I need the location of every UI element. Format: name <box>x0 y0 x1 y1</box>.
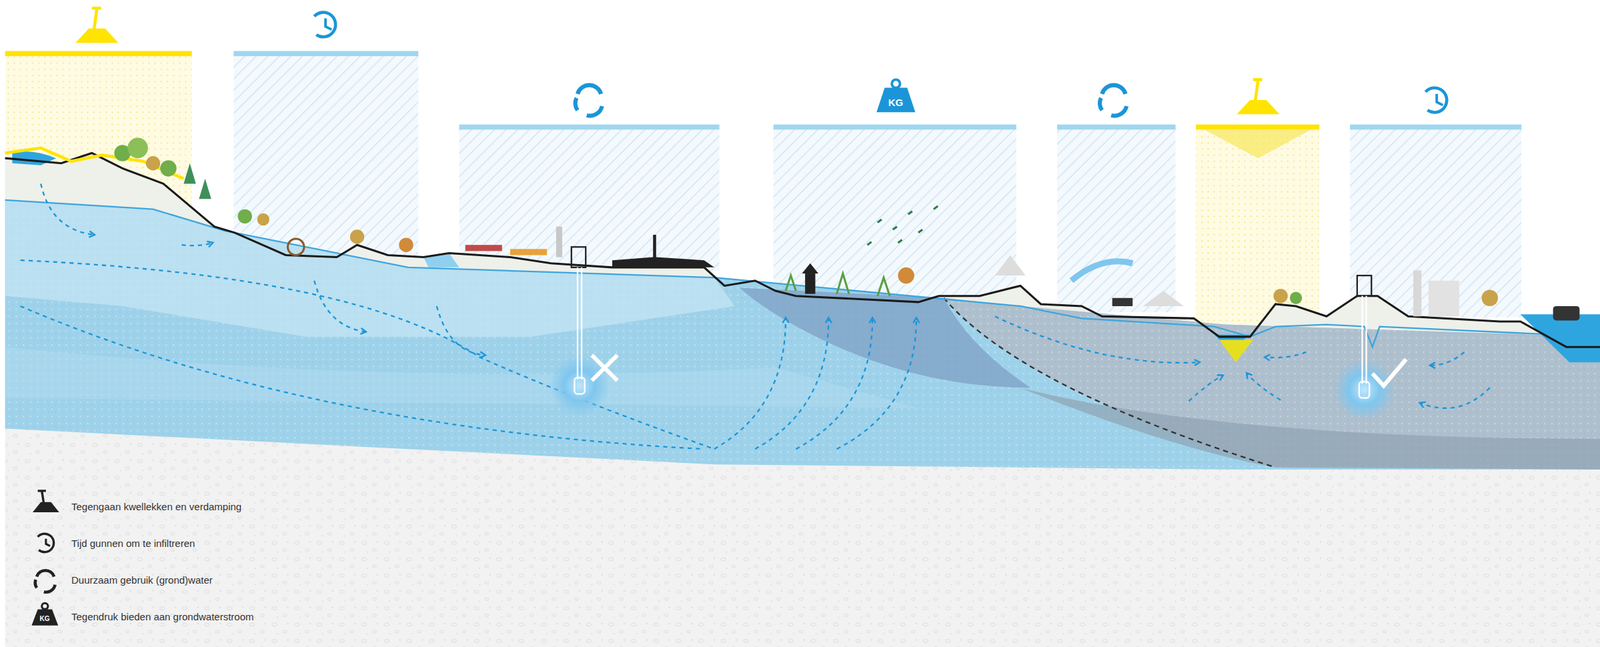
aquitard <box>943 298 1600 470</box>
legend-text: Tegengaan kwellekken en verdamping <box>71 500 242 513</box>
water-table <box>5 200 1600 347</box>
legend-icons <box>31 490 59 626</box>
ground-surface <box>5 152 1600 347</box>
scenery <box>114 138 1580 321</box>
column-icons <box>75 8 1447 116</box>
aquifer <box>5 200 1600 470</box>
wells <box>548 267 1406 421</box>
legend-text: Tegendruk bieden aan grondwaterstroom <box>71 610 255 623</box>
legend-text: Duurzaam gebruik (grond)water <box>71 574 213 586</box>
weight-label: KG <box>40 614 51 623</box>
flow-arrows <box>20 183 1490 449</box>
weight-label: KG <box>888 96 904 109</box>
legend-text: Tijd gunnen om te infiltreren <box>71 537 195 549</box>
